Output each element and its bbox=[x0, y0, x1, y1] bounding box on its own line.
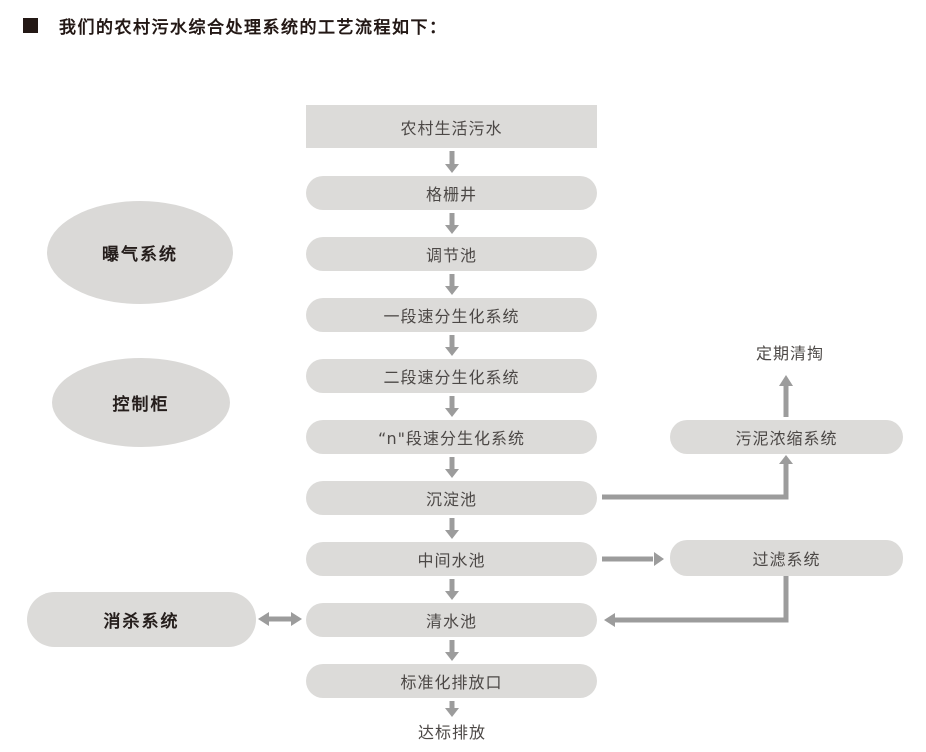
flow-arrow-down-icon bbox=[445, 518, 459, 539]
node-bio-stage-2: 二段速分生化系统 bbox=[306, 359, 597, 393]
flow-arrow-down-icon bbox=[445, 640, 459, 661]
flow-arrow-down-icon bbox=[445, 335, 459, 356]
label-periodic-cleanout: 定期清掏 bbox=[755, 344, 824, 363]
filter-to-cleantank-connector bbox=[604, 576, 789, 627]
flow-arrow-down-icon bbox=[445, 396, 459, 417]
label-standard-met-discharge: 达标排放 bbox=[417, 723, 486, 742]
flow-arrow-down-icon bbox=[445, 579, 459, 600]
midtank-to-filter-arrow bbox=[602, 552, 664, 566]
flow-arrow-down-icon bbox=[445, 457, 459, 478]
node-clean-water-tank: 清水池 bbox=[306, 603, 597, 637]
sludge-to-cleanout-arrow bbox=[779, 375, 793, 417]
node-bio-stage-1: 一段速分生化系统 bbox=[306, 298, 597, 332]
node-rural-sewage: 农村生活污水 bbox=[306, 105, 597, 148]
node-aeration-system: 曝气系统 bbox=[47, 201, 233, 304]
flow-arrow-down-icon bbox=[445, 213, 459, 234]
sediment-to-sludge-connector bbox=[602, 455, 793, 500]
node-bio-stage-n: “n"段速分生化系统 bbox=[306, 420, 597, 454]
flow-arrow-down-icon bbox=[445, 701, 459, 717]
square-bullet-icon bbox=[23, 18, 38, 33]
node-regulating-tank: 调节池 bbox=[306, 237, 597, 271]
disinfect-cleantank-double-arrow bbox=[258, 612, 302, 626]
flow-arrow-down-icon bbox=[445, 274, 459, 295]
node-disinfection-system: 消杀系统 bbox=[27, 592, 256, 647]
node-filter-system: 过滤系统 bbox=[670, 540, 903, 576]
page-title: 我们的农村污水综合处理系统的工艺流程如下： bbox=[59, 18, 448, 38]
node-intermediate-tank: 中间水池 bbox=[306, 542, 597, 576]
page-header: 我们的农村污水综合处理系统的工艺流程如下： bbox=[23, 13, 448, 38]
node-sedimentation-tank: 沉淀池 bbox=[306, 481, 597, 515]
node-sludge-concentration: 污泥浓缩系统 bbox=[670, 420, 903, 454]
node-grid-well: 格栅井 bbox=[306, 176, 597, 210]
node-standard-discharge-port: 标准化排放口 bbox=[306, 664, 597, 698]
node-control-cabinet: 控制柜 bbox=[52, 358, 230, 447]
flow-arrow-down-icon bbox=[445, 151, 459, 173]
